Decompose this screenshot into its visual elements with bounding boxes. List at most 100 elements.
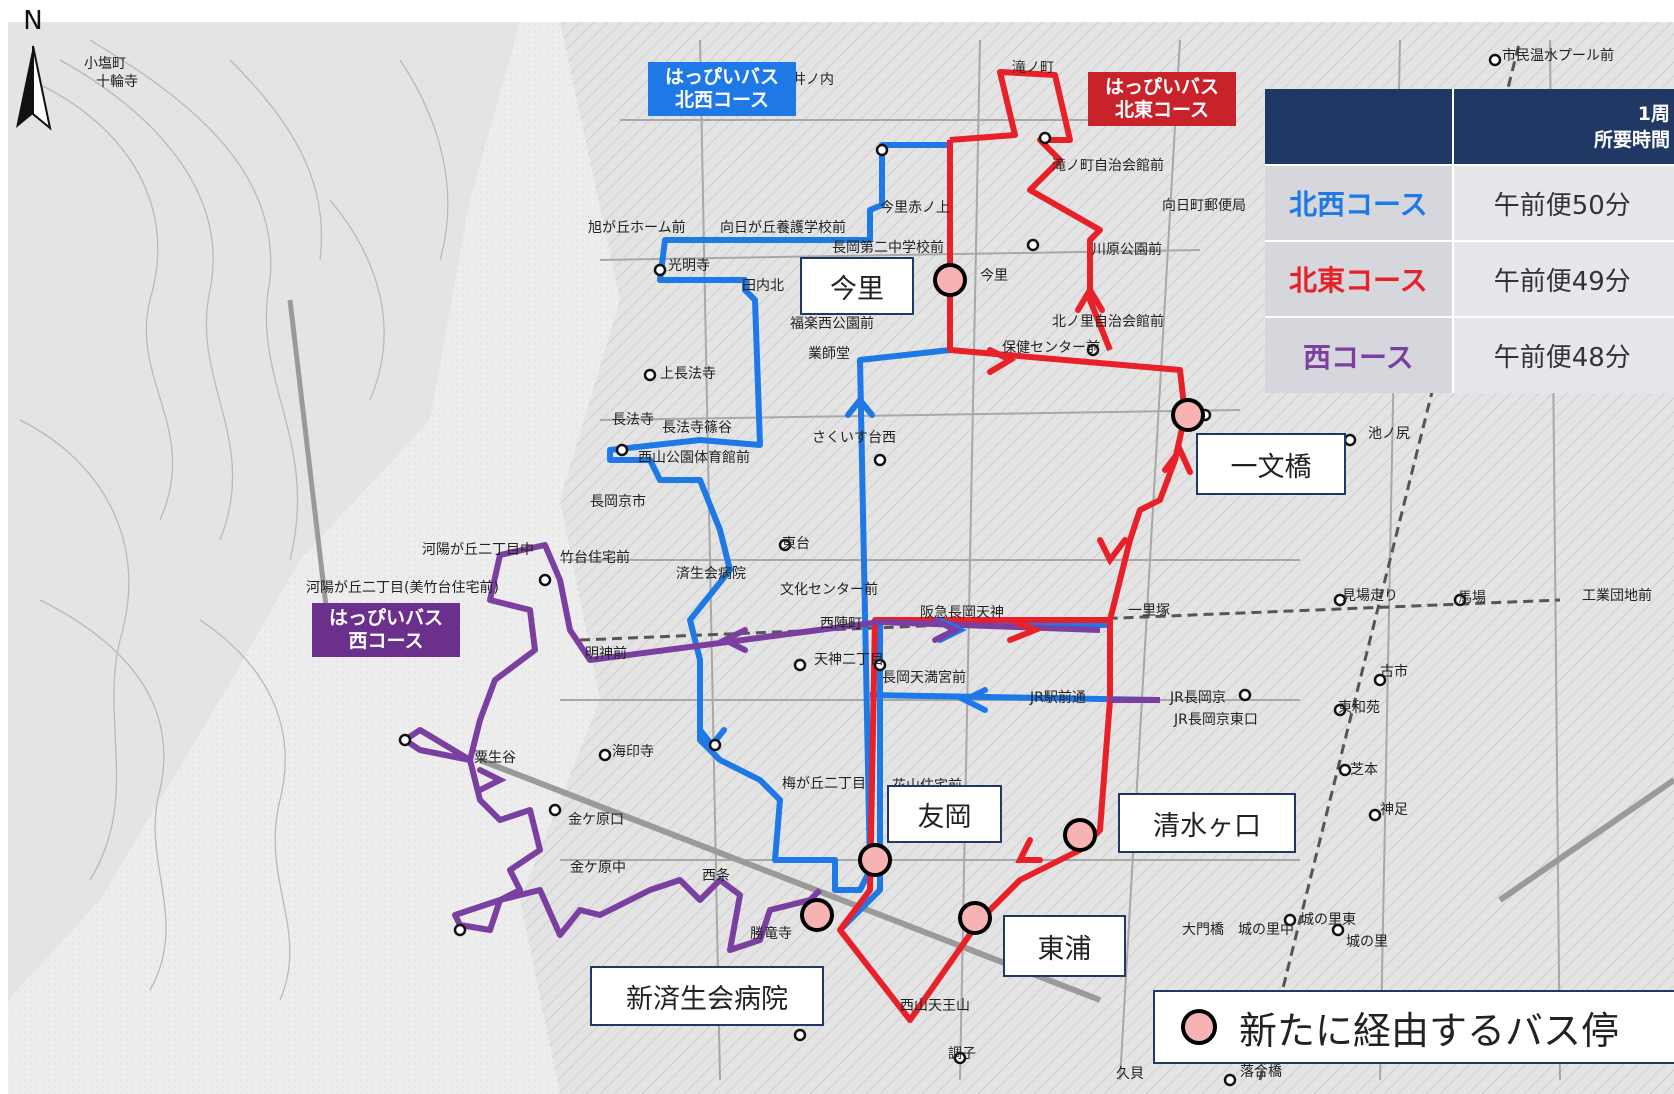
stop-label-shinsaiseikai[interactable]: 新済生会病院: [590, 966, 824, 1026]
stop-label-ichimonbashi[interactable]: 一文橋: [1196, 433, 1346, 495]
schedule-header-row: 1周 所要時間: [1265, 89, 1674, 165]
map-place-name: 池ノ尻: [1368, 426, 1410, 442]
map-place-name: 一里塚: [1128, 603, 1170, 619]
map-place-name: 河陽が丘二丁目(美竹台住宅前): [306, 579, 499, 596]
map-place-name: 阪急長岡天神: [920, 605, 1004, 621]
map-place-name: 文化センター前: [780, 581, 878, 598]
map-place-name: 光明寺: [668, 258, 710, 274]
map-place-name: 川原公園前: [1092, 241, 1162, 258]
map-place-name: 市民温水プール前: [1502, 47, 1614, 64]
map-place-name: 北ノ里自治会館前: [1052, 313, 1164, 330]
map-place-name: 西山天王山: [900, 998, 970, 1014]
stop-marker-imazato[interactable]: [933, 263, 967, 297]
map-place-name: 海印寺: [612, 744, 654, 760]
northwest-route-badge: はっぴいバス 北西コース: [648, 62, 796, 116]
map-contours: [19, 39, 449, 1001]
map-place-name: 城の里中: [1238, 922, 1294, 938]
map-place-name: 梅が丘二丁目: [782, 776, 866, 792]
stop-marker-shimizugaguchi[interactable]: [1063, 818, 1097, 852]
west-route-badge: はっぴいバス 西コース: [312, 603, 460, 657]
schedule-table: 1周 所要時間 北西コース 午前便50分 北東コース 午前便49分 西コース 午…: [1265, 89, 1674, 393]
map-place-name: 金ケ原中: [570, 860, 626, 876]
map-place-name: 保健センター前: [1002, 339, 1100, 356]
schedule-course-time: 午前便50分: [1452, 164, 1674, 241]
north-arrow-icon: [16, 45, 52, 131]
map-place-name: 滝ノ町: [1012, 60, 1054, 76]
map-place-name: 滝ノ町自治会館前: [1052, 157, 1164, 174]
northeast-route-badge: はっぴいバス 北東コース: [1088, 72, 1236, 126]
map-place-name: 長法寺: [612, 412, 654, 428]
map-place-name: 城の里東: [1300, 912, 1356, 928]
legend-text: 新たに経由するバス停: [1239, 1008, 1620, 1053]
map-place-name: 工業団地前: [1582, 587, 1652, 604]
map-place-name: 今里赤ノ上: [880, 200, 950, 216]
map-place-name: 神足: [1380, 802, 1408, 818]
north-arrow: N: [8, 6, 58, 136]
schedule-row: 西コース 午前便48分: [1265, 316, 1674, 393]
map-place-names: 小塩町十輪寺井ノ内滝ノ町市民温水プール前滝ノ町自治会館前向日町郵便局旭が丘ホーム…: [84, 47, 1652, 1082]
map-place-name: 明神前: [585, 645, 627, 662]
map-place-name: 大門橋: [1182, 922, 1224, 938]
schedule-course-time: 午前便48分: [1452, 316, 1674, 393]
west-route-line: [402, 542, 1160, 953]
map-place-name: 東和苑: [1338, 700, 1380, 716]
stop-marker-higashiura[interactable]: [958, 901, 992, 935]
schedule-row: 北東コース 午前便49分: [1265, 240, 1674, 317]
map-place-name: 小塩町: [84, 56, 126, 72]
stop-marker-tomooka[interactable]: [858, 843, 892, 877]
map-place-name: 西条: [702, 867, 730, 884]
map-place-name: 十輪寺: [96, 73, 138, 90]
map-place-name: 竹台住宅前: [560, 549, 630, 566]
schedule-course-name: 西コース: [1265, 316, 1454, 393]
map-place-name: 向日町郵便局: [1162, 198, 1246, 214]
new-stop-legend-icon: [1181, 1009, 1217, 1045]
map-place-name: 今里: [980, 268, 1008, 284]
northwest-route-line: [607, 142, 953, 893]
stop-marker-ichimonbashi[interactable]: [1171, 398, 1205, 432]
schedule-course-name: 北西コース: [1265, 164, 1454, 241]
map-place-name: 古市: [1380, 663, 1408, 680]
map-place-name: 長岡天満宮前: [882, 669, 966, 686]
map-place-name: 井ノ内: [792, 72, 834, 88]
map-place-name: 河陽が丘二丁目中: [422, 542, 534, 558]
map-place-name: JR長岡京: [1169, 690, 1226, 706]
map-place-name: さくいす台西: [812, 430, 896, 446]
legend-box: 新たに経由するバス停: [1153, 990, 1674, 1064]
map-place-name: 東台: [782, 536, 810, 552]
map-place-name: JR駅前通: [1029, 689, 1086, 706]
map-place-name: 上長法寺: [660, 366, 716, 382]
stop-label-imazato[interactable]: 今里: [800, 257, 914, 315]
map-place-name: 福楽西公園前: [790, 315, 874, 332]
map-place-name: 馬場: [1458, 590, 1486, 606]
stop-label-shimizugaguchi[interactable]: 清水ヶ口: [1118, 793, 1296, 853]
map-place-name: 長岡京市: [590, 493, 646, 510]
map-place-name: 向日が丘養護学校前: [720, 219, 846, 236]
map-place-name: 勝竜寺: [750, 925, 792, 942]
schedule-row: 北西コース 午前便50分: [1265, 164, 1674, 241]
map-place-name: 粟生谷: [474, 750, 516, 766]
map-hills: [8, 22, 520, 1000]
stop-marker-shinsaiseikai[interactable]: [800, 898, 834, 932]
schedule-course-name: 北東コース: [1265, 240, 1454, 317]
map-place-name: 西山公園体育館前: [638, 449, 750, 466]
map-place-name: 芝本: [1350, 762, 1378, 778]
north-letter: N: [23, 6, 43, 36]
map-place-name: 長法寺篠谷: [662, 420, 732, 436]
schedule-course-time: 午前便49分: [1452, 240, 1674, 317]
map-place-name: 見場走り: [1342, 588, 1398, 604]
stop-label-higashiura[interactable]: 東浦: [1003, 915, 1126, 977]
map-place-name: JR長岡京東口: [1173, 712, 1258, 728]
schedule-header-blank: [1265, 89, 1454, 165]
map-place-name: 城の里: [1346, 934, 1388, 950]
map-place-name: 調子: [948, 1046, 976, 1062]
map-place-name: 済生会病院: [676, 566, 746, 582]
map-place-name: 業師堂: [808, 346, 850, 362]
map-place-name: 長岡第二中学校前: [832, 239, 944, 256]
schedule-header-duration: 1周 所要時間: [1452, 89, 1674, 165]
stop-label-tomooka[interactable]: 友岡: [887, 785, 1002, 843]
map-place-name: 西陣町: [820, 616, 862, 632]
map-place-name: 久貝: [1116, 1066, 1144, 1082]
map-place-name: 落合橋: [1240, 1064, 1282, 1080]
new-bus-stops: [800, 263, 1205, 935]
